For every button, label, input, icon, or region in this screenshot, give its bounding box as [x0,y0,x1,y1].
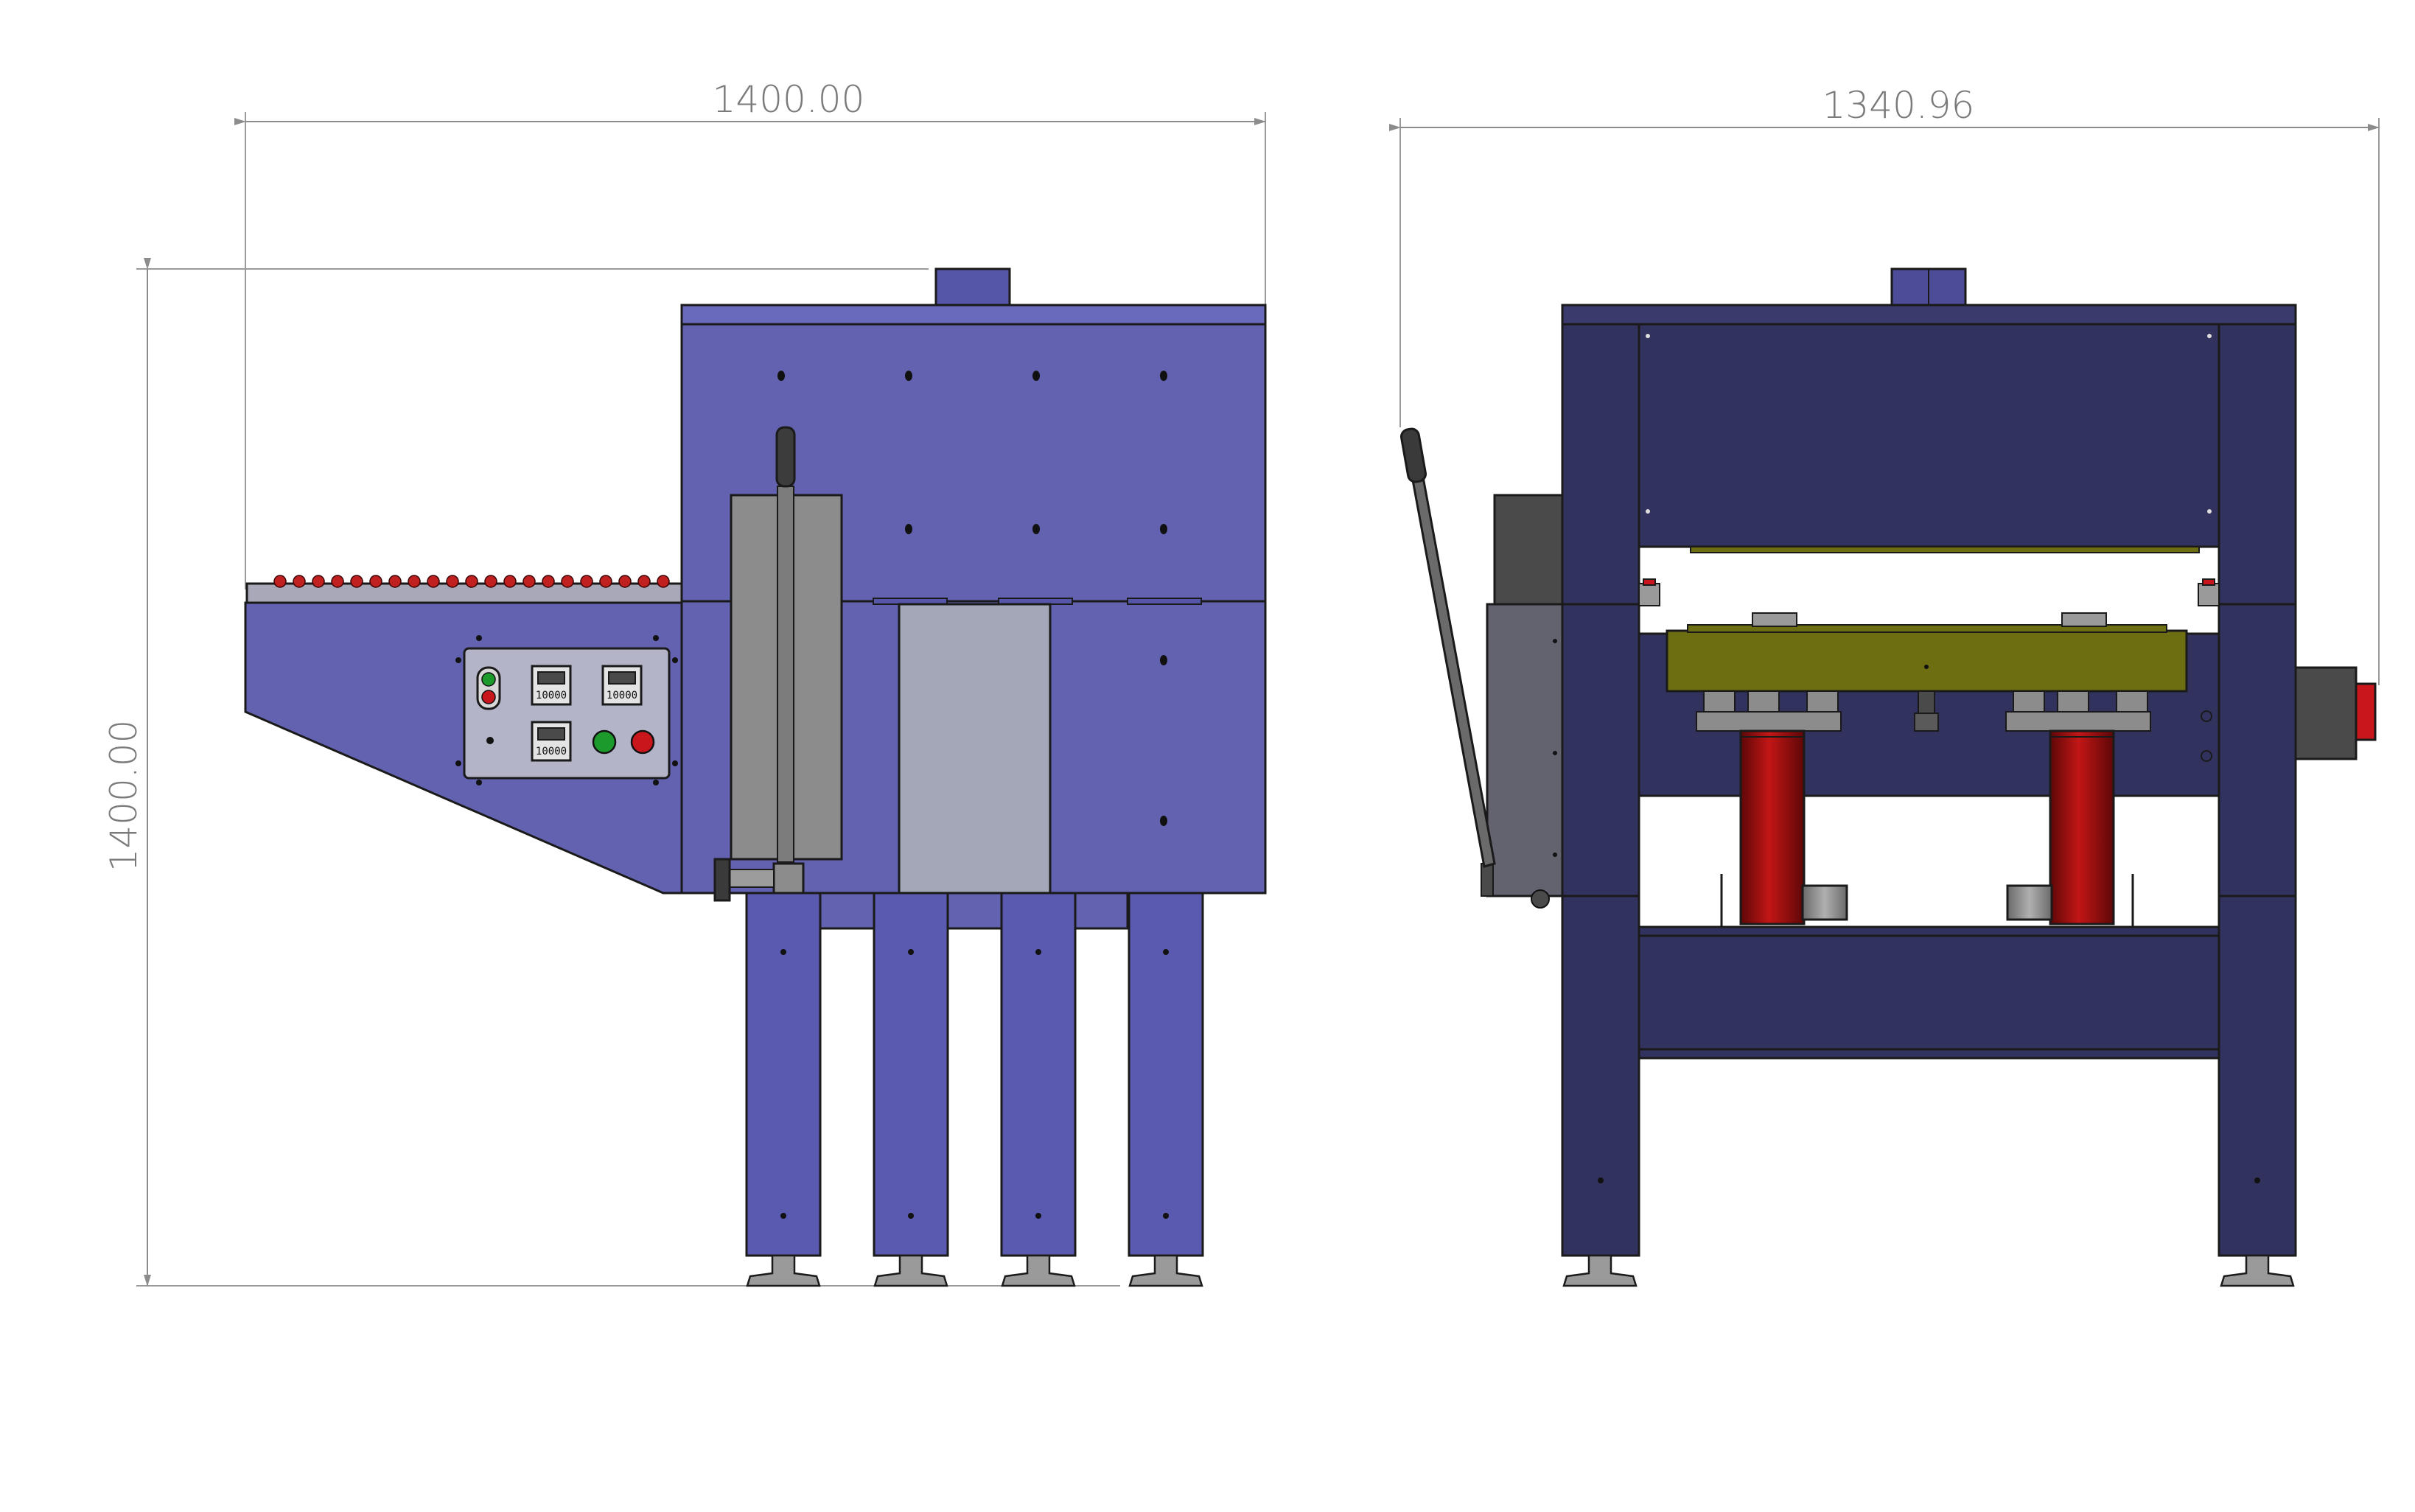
front-side-motor [2294,666,2358,760]
side-handle-shaft [777,486,794,863]
side-handle-grip[interactable] [775,426,796,488]
front-upper-heater-plate [1690,546,2200,553]
svg-text:10000: 10000 [536,746,567,757]
control-panel: 10000 10000 10000 [455,635,678,785]
dimension-left-height: 1400.00 [102,258,1120,1287]
side-legs [745,892,1204,1257]
front-press-lever-grip[interactable] [1400,427,1427,483]
front-handle-housing [1486,603,1564,897]
side-seam-hinges [873,598,1202,605]
front-column-left-lower [1561,603,1640,897]
front-cylinder-left [1739,729,1806,925]
front-heated-platen [1666,629,2188,693]
front-lower-frame [1638,934,2220,1052]
front-leg-right [2217,895,2297,1257]
front-upper-heater [1638,323,2220,548]
side-rollers [273,575,670,588]
dimension-right-width-text: 1340.96 [1822,84,1975,127]
front-lower-crossbar-bottom [1624,1048,2233,1060]
svg-text:10000: 10000 [536,690,567,701]
dimension-right-width: 1340.96 [1389,84,2380,685]
front-handle-box [1493,494,1564,606]
front-lower-crossbar-top [1624,925,2233,937]
front-cylinder-mounts [1696,690,2151,732]
side-access-door [898,603,1052,897]
side-view: 10000 10000 10000 [244,267,1267,1287]
front-side-stop-knob[interactable] [2355,682,2377,741]
front-column-right-upper [2217,323,2297,606]
dimension-left-height-text: 1400.00 [102,720,145,872]
side-exhaust-chimney [934,267,1011,307]
dimension-left-width-text: 1400.00 [713,78,865,121]
control-panel-screws [455,635,678,785]
temperature-display-2: 10000 [601,665,643,706]
svg-text:10000: 10000 [607,690,637,701]
dimension-left-width: 1400.00 [234,78,1266,589]
side-handle-pivot [727,869,775,888]
side-top-cap [680,304,1267,326]
side-leg-3 [1000,892,1077,1257]
side-leveling-feet [746,1254,1203,1287]
side-handle-base [772,862,805,896]
side-leg-4 [1128,892,1204,1257]
front-cylinder-right [2049,729,2115,925]
front-stop-right [2198,583,2220,606]
front-column-right-lower [2217,603,2297,897]
main-switch-red-icon [481,690,496,704]
front-fitting-right [2006,884,2053,921]
front-stop-left [1638,583,1660,606]
side-leg-2 [873,892,949,1257]
temperature-display-3: 10000 [531,721,572,762]
front-view [1400,267,2377,1287]
stop-button[interactable] [630,729,655,755]
front-leg-left [1561,895,1640,1257]
side-bolt-holes [777,371,1167,826]
side-handle-knob [713,858,731,902]
front-top-cap [1561,304,2297,327]
main-switch-green-icon [481,672,496,687]
temperature-display-1: 10000 [531,665,572,706]
front-bracket-left [1720,874,1741,928]
front-fitting-left [1801,884,1848,921]
front-column-left-upper [1561,323,1640,606]
side-leg-crossbar [817,892,1129,930]
side-leg-1 [745,892,822,1257]
front-leveling-feet [1562,1254,2295,1287]
front-handle-wheel [1531,889,1550,909]
front-bracket-right [2114,874,2134,928]
side-roller-bed [245,582,683,604]
start-button[interactable] [592,729,617,755]
front-press-lever[interactable] [1408,460,1496,868]
